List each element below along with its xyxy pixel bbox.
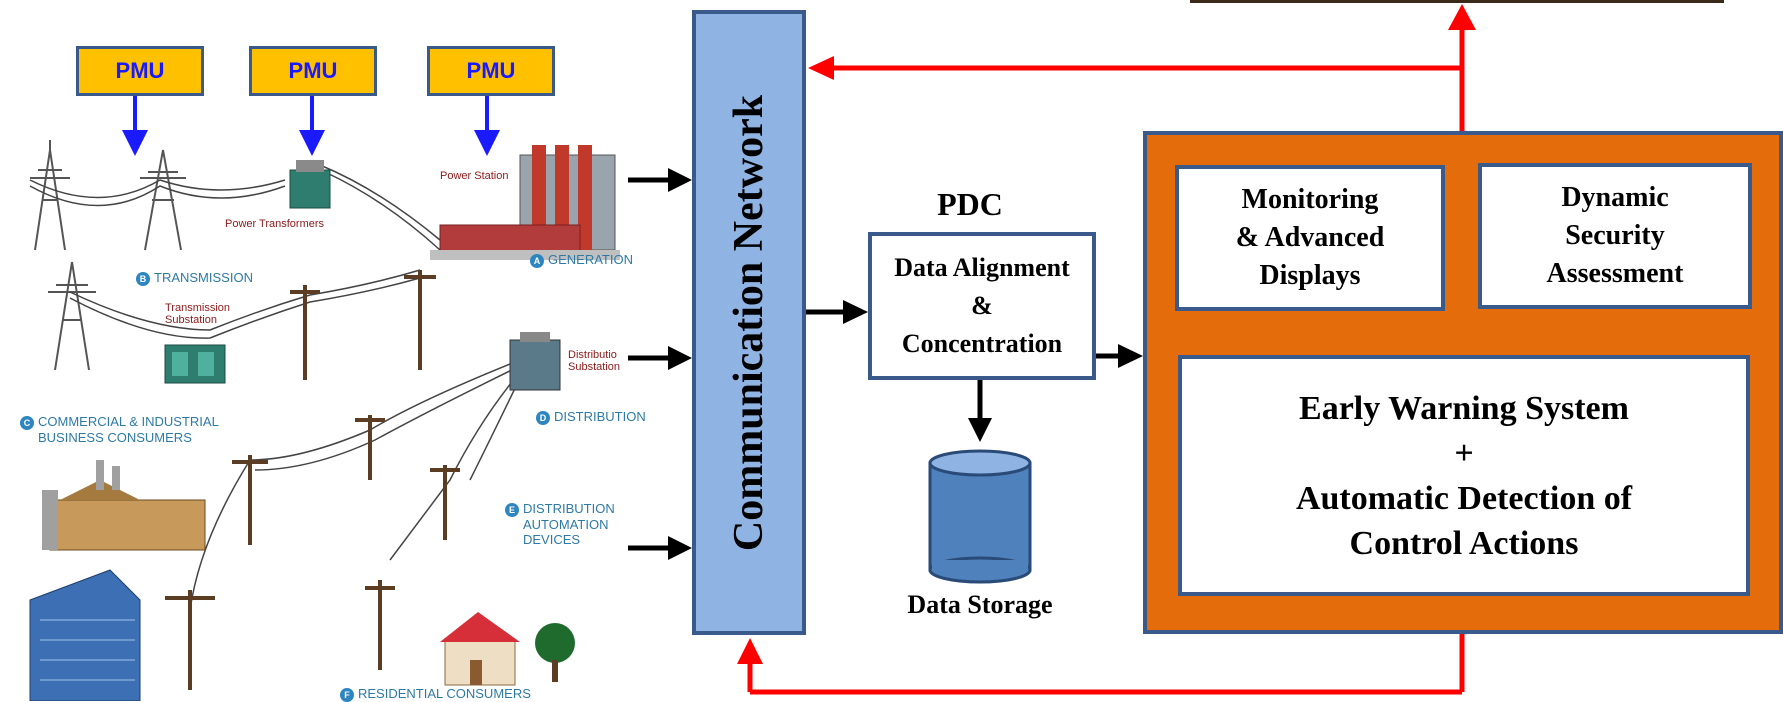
power-station-label: Power Station [440, 170, 509, 182]
pmu-box: PMU [427, 46, 555, 96]
monitoring-box: Monitoring & Advanced Displays [1175, 165, 1445, 311]
pdc-line: Concentration [901, 329, 1063, 358]
input-arrows [628, 168, 1143, 560]
feedback-arrows [737, 4, 1476, 695]
badge-e: E [505, 502, 519, 517]
top-strip [1190, 0, 1724, 3]
badge-c: C [20, 415, 34, 430]
data-storage-icon [928, 449, 1032, 584]
communication-network-box [692, 10, 806, 635]
badge-a: A [530, 253, 544, 268]
office-building-icon [29, 569, 141, 701]
tree-icon [535, 623, 575, 682]
distribution-substation-icon [509, 332, 561, 391]
badge-b: B [136, 271, 150, 286]
dsa-box: Dynamic Security Assessment [1478, 163, 1752, 309]
pmu-box: PMU [249, 46, 377, 96]
pdc-line: Data Alignment [894, 253, 1070, 282]
grid-illustration [29, 140, 620, 701]
power-transformers-label: Power Transformers [225, 218, 325, 230]
power-station-icon [430, 145, 620, 260]
house-icon [440, 612, 520, 686]
communication-network-label-wrap: Communication Network [692, 10, 806, 635]
pdc-box: Data Alignment & Concentration [868, 232, 1096, 380]
power-line-icon [29, 164, 521, 611]
transmission-substation-icon [164, 344, 226, 384]
pmu-box: PMU [76, 46, 204, 96]
communication-network-label: Communication Network [726, 94, 773, 551]
power-transformer-icon [289, 160, 331, 209]
data-storage-label: Data Storage [907, 590, 1053, 619]
pdc-title: PDC [937, 186, 1003, 222]
early-warning-box: Early Warning System + Automatic Detecti… [1178, 355, 1750, 596]
pdc-line: & [971, 291, 993, 320]
badge-d: D [536, 410, 550, 425]
badge-f: F [340, 687, 354, 702]
factory-icon [42, 460, 206, 551]
utility-pole-icon [165, 270, 460, 690]
transmission-tower-icon [30, 140, 186, 371]
pmu-arrows [122, 96, 500, 156]
